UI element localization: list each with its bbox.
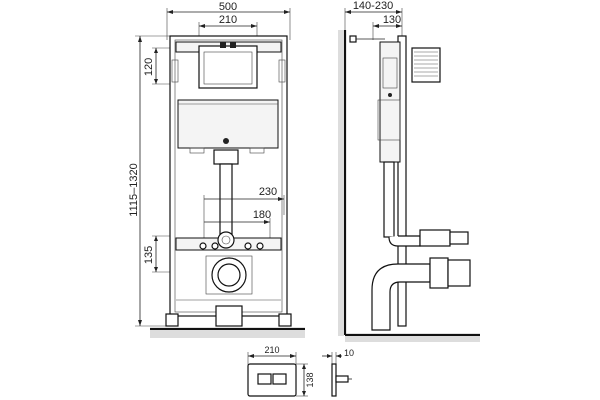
side-view: 140-230 130	[338, 0, 480, 342]
flush-plate-front: 210 138	[247, 345, 315, 397]
dim-plate-thickness: 10	[344, 348, 354, 358]
dim-height-top: 120	[143, 58, 155, 76]
dim-width-total: 500	[219, 1, 237, 13]
dim-depth-range: 140-230	[353, 0, 393, 12]
dim-pipe-offset-a: 230	[259, 186, 277, 198]
panel-grille	[414, 51, 438, 77]
dim-plate-width: 210	[264, 345, 279, 355]
dim-depth-tank: 130	[383, 14, 401, 26]
dim-pipe-offset-b: 180	[253, 209, 271, 221]
dim-height-range: 1115–1320	[128, 163, 140, 216]
flush-plate-side: 10	[322, 348, 354, 397]
front-view: 500 210 1115–1320 120 135	[128, 1, 305, 338]
dim-plate-height: 138	[305, 372, 315, 387]
dim-width-panel: 210	[219, 14, 237, 26]
dim-height-bottom: 135	[143, 246, 155, 264]
